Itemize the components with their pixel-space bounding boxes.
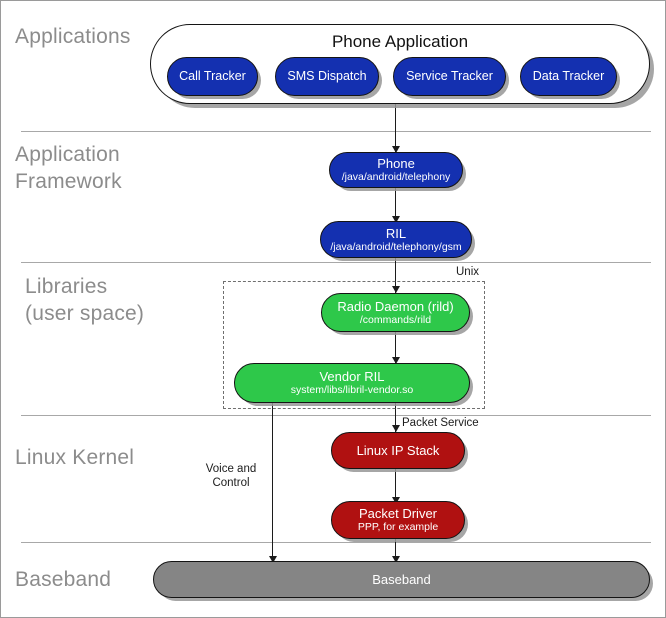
arrowhead-baseband-packet (392, 556, 400, 563)
node-phone-subtitle: /java/android/telephony (341, 171, 451, 183)
node-linux-ip-stack[interactable]: Linux IP Stack (331, 432, 465, 469)
node-packet-driver[interactable]: Packet Driver PPP, for example (331, 501, 465, 539)
layer-label-linux-kernel: Linux Kernel (15, 446, 135, 469)
connector-radio-daemon-to-vendor-ril (395, 331, 396, 367)
phone-application-title: Phone Application (331, 32, 469, 51)
node-ril-subtitle: /java/android/telephony/gsm (330, 240, 462, 253)
layer-label-application-framework: Application Framework (15, 143, 122, 193)
connector-packet-driver-to-baseband (395, 538, 396, 564)
node-linux-ip-stack-title: Linux IP Stack (356, 443, 440, 458)
node-packet-driver-subtitle: PPP, for example (357, 521, 439, 533)
node-radio-daemon[interactable]: Radio Daemon (rild) /commands/rild (321, 293, 470, 332)
connector-phone-to-ril (395, 187, 396, 225)
layer-label-libraries: Libraries (user space) (25, 275, 145, 325)
connector-vendor-ril-to-baseband-voice (272, 401, 273, 564)
arrowhead-phone (392, 146, 400, 153)
connector-label-voice-and-control: Voice and Control (205, 463, 257, 489)
arrowhead-linux-ip-stack (392, 425, 400, 432)
node-radio-daemon-title: Radio Daemon (rild) (337, 298, 454, 314)
connector-phoneapp-to-phone (395, 104, 396, 156)
layer-label-applications: Applications (15, 25, 131, 48)
divider-kernel-baseband (21, 542, 651, 543)
node-vendor-ril[interactable]: Vendor RIL system/libs/libril-vendor.so (234, 363, 470, 403)
layer-label-baseband: Baseband (15, 568, 112, 591)
divider-libraries-kernel (21, 415, 651, 416)
node-baseband[interactable]: Baseband (153, 561, 650, 598)
node-sms-dispatch[interactable]: SMS Dispatch (275, 57, 379, 96)
node-call-tracker[interactable]: Call Tracker (167, 57, 258, 96)
node-phone[interactable]: Phone /java/android/telephony (329, 152, 463, 188)
node-sms-dispatch-title: SMS Dispatch (287, 69, 367, 83)
node-call-tracker-title: Call Tracker (179, 69, 246, 83)
node-packet-driver-title: Packet Driver (358, 506, 438, 521)
unix-group-label: Unix (456, 266, 480, 278)
node-vendor-ril-title: Vendor RIL (319, 369, 385, 384)
node-phone-title: Phone (377, 156, 415, 171)
arrowhead-ril (392, 216, 400, 223)
node-vendor-ril-subtitle: system/libs/libril-vendor.so (290, 384, 414, 396)
connector-ril-to-radio-daemon (395, 257, 396, 297)
node-ril-title: RIL (385, 225, 407, 241)
node-data-tracker-title: Data Tracker (532, 69, 605, 83)
arrowhead-radio-daemon (392, 286, 400, 293)
divider-applications-framework (21, 131, 651, 132)
divider-framework-libraries (21, 262, 651, 263)
node-ril[interactable]: RIL /java/android/telephony/gsm (320, 221, 472, 258)
node-service-tracker[interactable]: Service Tracker (393, 57, 506, 96)
arrowhead-vendor-ril (392, 357, 400, 364)
unix-group-box (223, 281, 485, 409)
arrowhead-baseband-voice (269, 556, 277, 563)
node-service-tracker-title: Service Tracker (406, 69, 493, 83)
connector-ip-stack-to-packet-driver (395, 468, 396, 506)
node-radio-daemon-subtitle: /commands/rild (359, 313, 432, 326)
node-data-tracker[interactable]: Data Tracker (520, 57, 617, 96)
connector-label-packet-service: Packet Service (402, 417, 479, 429)
connector-vendor-ril-to-ip-stack (395, 401, 396, 433)
node-baseband-title: Baseband (372, 572, 431, 587)
